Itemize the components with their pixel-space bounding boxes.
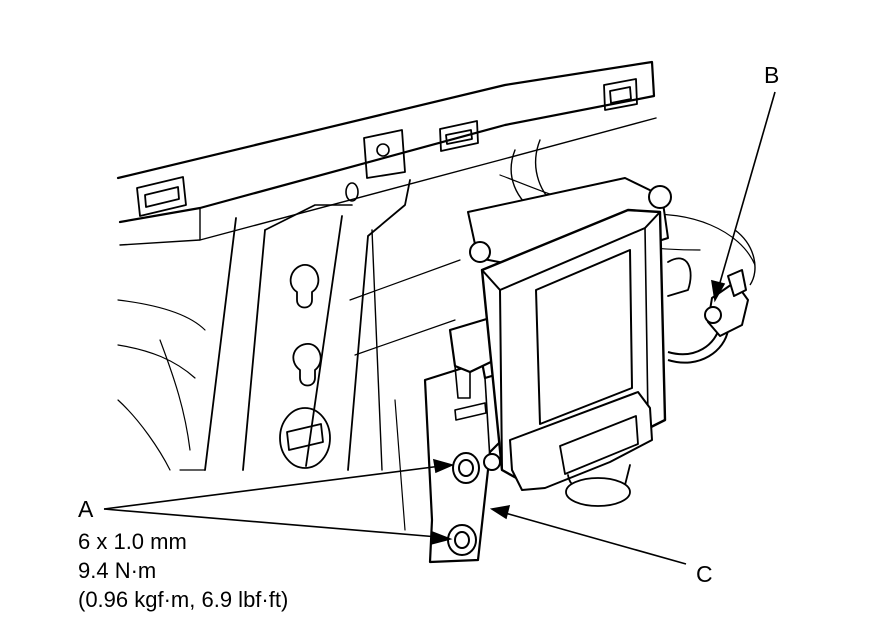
bolt-size-spec: 6 x 1.0 mm bbox=[78, 529, 187, 554]
callout-b-label: B bbox=[764, 62, 779, 88]
torque-alt-units: (0.96 kgf·m, 6.9 lbf·ft) bbox=[78, 587, 288, 612]
pillar-keyhole-slots bbox=[279, 264, 331, 469]
srs-unit bbox=[467, 177, 692, 507]
mounting-bolt-upper bbox=[452, 452, 501, 484]
callout-c-label: C bbox=[696, 561, 713, 587]
mounting-bolt-lower bbox=[447, 524, 477, 556]
torque-spec: 9.4 N·m bbox=[78, 558, 156, 583]
callout-a-label: A bbox=[78, 496, 94, 522]
vehicle-body-frame bbox=[116, 60, 756, 531]
rail-slot-holes bbox=[136, 78, 638, 217]
leader-lines bbox=[103, 91, 776, 565]
